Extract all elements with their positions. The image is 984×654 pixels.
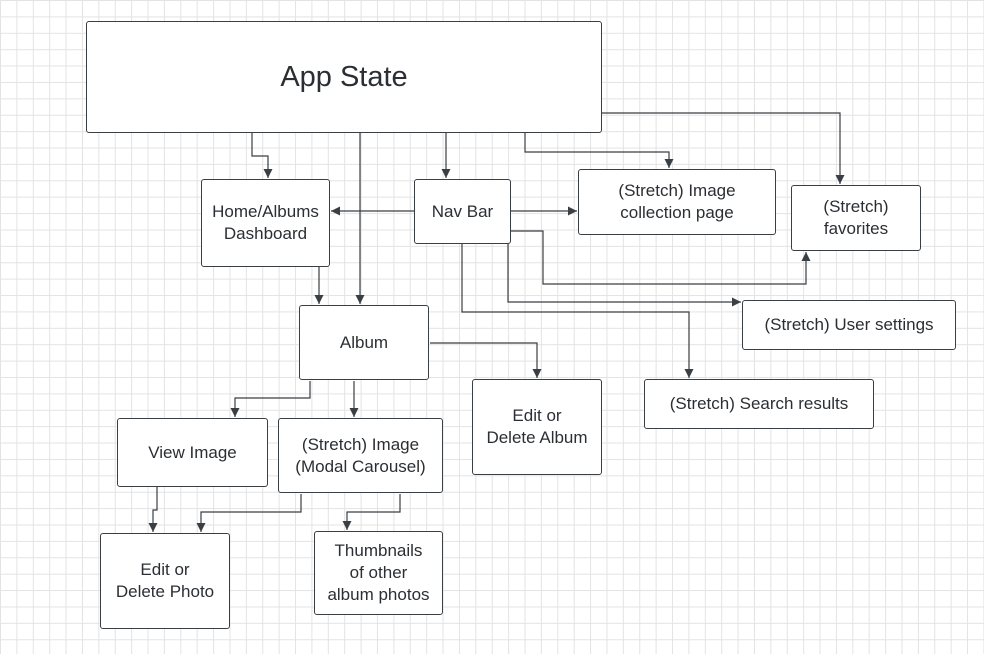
node-home-dashboard[interactable]: Home/Albums Dashboard [201, 179, 330, 267]
node-user-settings[interactable]: (Stretch) User settings [742, 300, 956, 350]
node-favorites[interactable]: (Stretch) favorites [791, 185, 921, 251]
node-label: Thumbnails of other album photos [327, 541, 430, 604]
connector-album-to-edit-delete-album [430, 342, 542, 378]
node-edit-delete-album[interactable]: Edit or Delete Album [472, 379, 602, 475]
connector-modal-carousel-to-thumbnails [342, 494, 401, 530]
node-nav-bar[interactable]: Nav Bar [414, 179, 511, 244]
connector-app-state-to-favorites [602, 112, 845, 184]
connector-nav-bar-to-user-settings [507, 244, 741, 307]
node-view-image[interactable]: View Image [117, 418, 268, 487]
node-label: (Stretch) Search results [669, 394, 849, 413]
node-label: Edit or Delete Photo [115, 560, 215, 601]
connector-nav-bar-to-favorites [511, 230, 811, 285]
node-label: (Stretch) favorites [823, 197, 889, 238]
node-label: Nav Bar [431, 201, 494, 221]
node-label: (Stretch) User settings [764, 315, 934, 334]
node-label: (Stretch) Image (Modal Carousel) [295, 434, 426, 476]
node-label: Edit or Delete Album [486, 406, 588, 447]
node-label: View Image [148, 442, 237, 462]
node-modal-carousel[interactable]: (Stretch) Image (Modal Carousel) [278, 418, 443, 493]
node-image-collection[interactable]: (Stretch) Image collection page [578, 169, 776, 235]
node-label: App State [280, 61, 408, 93]
connector-album-to-view-image [230, 381, 311, 417]
connector-view-image-to-edit-delete-photo [148, 487, 158, 532]
connector-app-state-to-home-dashboard [251, 133, 273, 178]
connector-modal-carousel-to-edit-delete-photo [196, 494, 302, 532]
node-label: Home/Albums Dashboard [212, 202, 319, 243]
node-label: Album [339, 332, 389, 352]
connector-nav-bar-to-search-results [461, 244, 694, 378]
node-edit-delete-photo[interactable]: Edit or Delete Photo [100, 533, 230, 629]
node-thumbnails[interactable]: Thumbnails of other album photos [314, 531, 443, 615]
connector-app-state-to-image-collection [524, 133, 674, 168]
node-search-results[interactable]: (Stretch) Search results [644, 379, 874, 429]
node-album[interactable]: Album [299, 305, 429, 380]
node-label: (Stretch) Image collection page [618, 181, 736, 222]
node-app-state[interactable]: App State [86, 21, 602, 133]
